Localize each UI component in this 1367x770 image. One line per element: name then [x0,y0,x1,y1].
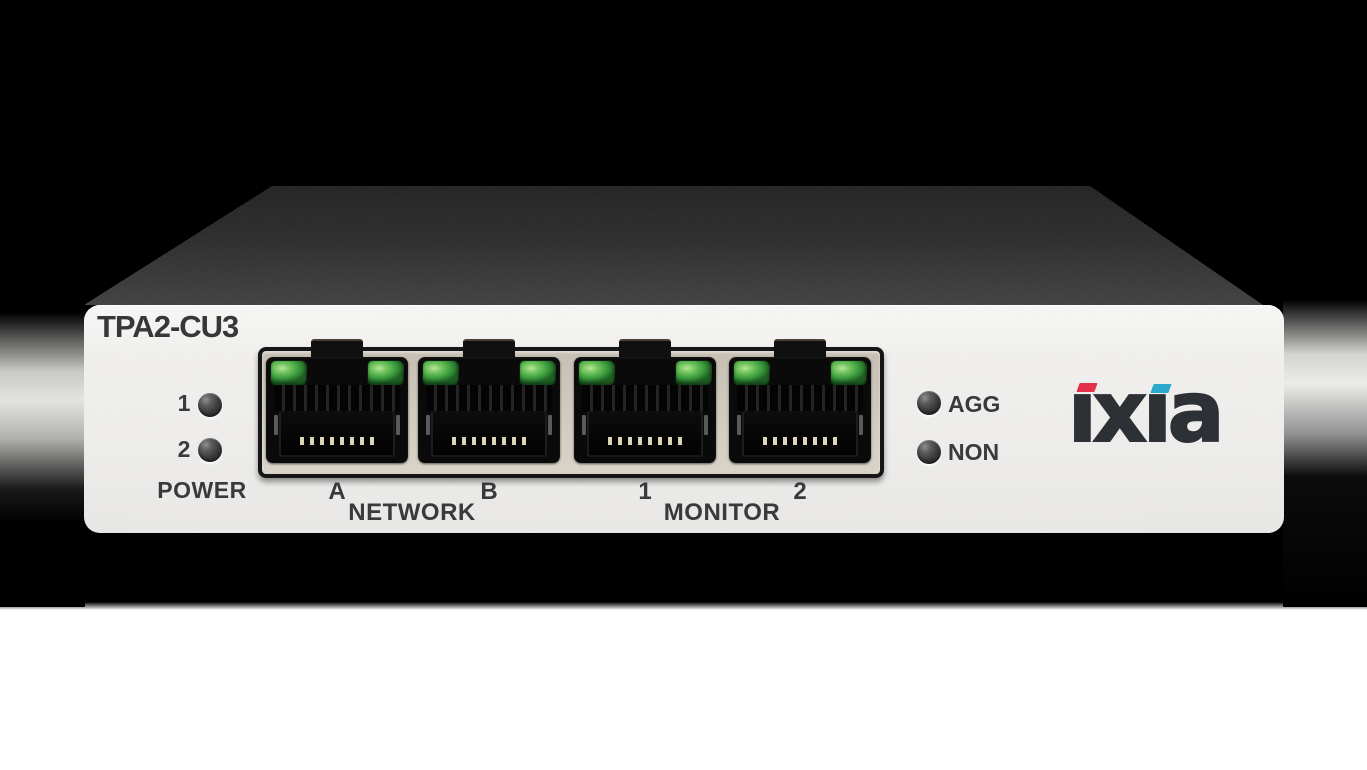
power-led-2-label: 2 [177,436,191,462]
front-panel: TPA2-CU3 1 2 POWER [84,305,1284,533]
port-pins [608,437,682,445]
port-notch-left [274,415,278,435]
port-link-led [270,360,307,386]
logo-accent-cyan [1150,384,1172,393]
power-led-2 [198,438,222,462]
port-pins [763,437,837,445]
port-contact-comb [274,385,400,411]
left-glow-shadow [0,186,85,607]
port-pins [452,437,526,445]
port-notch-left [582,415,586,435]
power-led-1-label: 1 [177,390,191,416]
port-notch-right [859,415,863,435]
port-cavity [431,411,547,457]
port-1-label: 1 [638,478,652,505]
agg-led [917,391,941,415]
port-activity-led [519,360,556,386]
rj45-port-monitor-1 [574,357,716,463]
port-cavity [279,411,395,457]
non-led [917,440,941,464]
rj45-port-network-a [266,357,408,463]
port-link-led [422,360,459,386]
port-2-label: 2 [793,478,807,505]
non-led-label: NON [948,439,1000,465]
rj45-port-monitor-2 [729,357,871,463]
rj45-port-network-b [418,357,560,463]
network-group-caption: NETWORK [348,499,476,526]
right-glow-shadow [1283,186,1367,607]
port-pins [300,437,374,445]
port-contact-comb [426,385,552,411]
port-notch-right [548,415,552,435]
ixia-logo: ıxıa [1067,369,1236,460]
port-b-label: B [480,478,498,505]
logo-accent-red [1076,383,1098,392]
agg-led-label: AGG [948,391,1001,417]
port-notch-right [704,415,708,435]
port-activity-led [830,360,867,386]
port-cavity [742,411,858,457]
port-cavity [587,411,703,457]
model-label: TPA2-CU3 [97,309,239,344]
port-a-label: A [328,478,346,505]
port-link-led [733,360,770,386]
port-contact-comb [737,385,863,411]
power-caption: POWER [157,477,247,503]
monitor-group-caption: MONITOR [663,499,781,526]
port-link-led [578,360,615,386]
port-notch-left [737,415,741,435]
port-activity-led [367,360,404,386]
port-notch-left [426,415,430,435]
port-notch-right [396,415,400,435]
port-activity-led [675,360,712,386]
port-contact-comb [582,385,708,411]
power-led-1 [198,393,222,417]
